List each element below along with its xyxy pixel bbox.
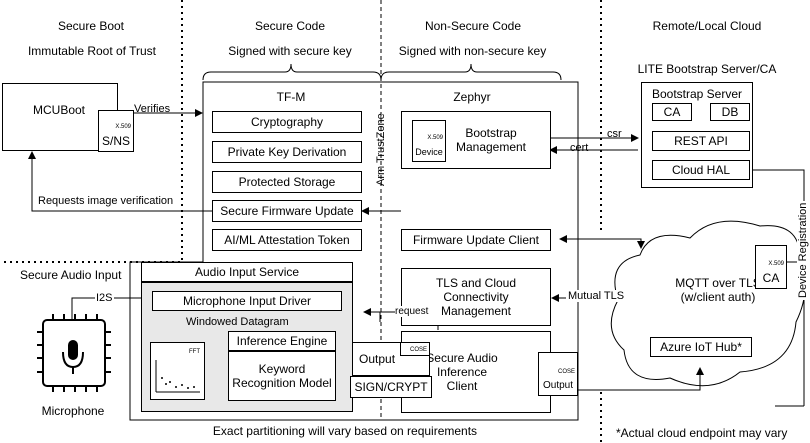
tfm-key-derivation: Private Key Derivation: [212, 141, 362, 163]
lite-server-heading: LITE Bootstrap Server/CA: [637, 62, 777, 76]
cloud-cert-small: X.509: [768, 261, 784, 267]
request-label: request: [395, 306, 429, 317]
client-output-label: Output: [542, 380, 574, 391]
device-cert-label: Device: [415, 147, 443, 157]
azure-iot-hub-box: Azure IoT Hub*: [650, 337, 752, 357]
keyword-model-box: Keyword Recognition Model: [228, 351, 336, 401]
csr-label: csr: [607, 128, 622, 140]
zephyr-title: Zephyr: [453, 90, 491, 104]
bootstrap-management-label: Bootstrap Management: [455, 126, 527, 154]
microphone-label: Microphone: [41, 404, 105, 418]
mcuboot-cert-label: S/NS: [101, 134, 130, 148]
audio-cose-icon: COSE: [400, 342, 430, 356]
cloud-hal-box: Cloud HAL: [652, 160, 750, 180]
tls-connectivity-management: TLS and Cloud Connectivity Management: [401, 268, 551, 326]
mcuboot-cert-small: X.509: [115, 124, 131, 130]
verifies-label: Verifies: [134, 103, 171, 115]
secure-audio-input-label: Secure Audio Input: [20, 268, 122, 282]
secure-code-heading: Secure Code: [254, 19, 326, 33]
tfm-attestation-token: AI/ML Attestation Token: [212, 229, 362, 251]
non-secure-code-brace: [380, 63, 562, 81]
rest-api-box: REST API: [652, 131, 750, 151]
microphone-input-driver: Microphone Input Driver: [152, 291, 342, 311]
mqtt-label: MQTT over TLS (w/client auth): [675, 276, 761, 304]
cloud-ca-label: CA: [762, 271, 780, 285]
server-ca-box: CA: [652, 103, 692, 121]
client-cose-label: COSE: [557, 369, 575, 375]
client-output-icon: COSE Output: [538, 352, 578, 396]
secure-code-brace: [202, 63, 382, 81]
device-cert-small: X.509: [427, 135, 443, 141]
footer-note-left: Exact partitioning will vary based on re…: [212, 424, 478, 438]
firmware-update-client: Firmware Update Client: [401, 229, 551, 251]
cloud-heading: Remote/Local Cloud: [652, 19, 762, 33]
tfm-cryptography: Cryptography: [212, 111, 362, 133]
fft-label: FFT: [189, 349, 200, 355]
non-secure-code-subtitle: Signed with non-secure key: [398, 44, 547, 58]
fft-plot-icon: [155, 360, 200, 393]
inference-engine-box: Inference Engine: [228, 331, 336, 351]
audio-cose-label: COSE: [409, 347, 427, 353]
server-db-box: DB: [710, 103, 750, 121]
mcuboot-title: MCUBoot: [33, 103, 86, 117]
secure-boot-heading: Secure Boot: [57, 19, 125, 33]
microphone-icon: [37, 314, 111, 392]
trustzone-label: Arm TrustZone: [375, 113, 387, 186]
footer-note-right: *Actual cloud endpoint may vary: [616, 426, 788, 440]
non-secure-code-heading: Non-Secure Code: [424, 19, 522, 33]
cloud-ca-certificate-icon: X.509 CA: [755, 245, 787, 289]
tfm-secure-firmware-update: Secure Firmware Update: [212, 200, 362, 222]
tfm-protected-storage: Protected Storage: [212, 171, 362, 193]
mcuboot-certificate-icon: X.509 S/NS: [98, 110, 134, 152]
audio-input-service-title: Audio Input Service: [141, 262, 353, 282]
windowed-datagram-label: Windowed Datagram: [186, 316, 289, 328]
i2s-label: I2S: [95, 292, 114, 304]
fft-chart-icon: FFT: [150, 342, 205, 400]
audio-output-box: Output: [352, 342, 430, 376]
requests-verification-label: Requests image verification: [38, 195, 174, 207]
immutable-rot-label: Immutable Root of Trust: [27, 44, 157, 58]
inference-client-label: Secure Audio Inference Client: [426, 351, 498, 393]
tfm-title: TF-M: [276, 90, 306, 104]
secure-code-subtitle: Signed with secure key: [228, 44, 352, 58]
device-registration-label: Device Registration: [797, 200, 809, 300]
mutual-tls-label: Mutual TLS: [566, 290, 627, 302]
bootstrap-server-title: Bootstrap Server: [651, 87, 743, 101]
audio-output-label: Output: [359, 352, 396, 366]
device-certificate-icon: X.509 Device: [412, 120, 446, 162]
sign-crypt-box: SIGN/CRYPT: [350, 376, 432, 398]
cert-label: cert: [570, 142, 589, 154]
